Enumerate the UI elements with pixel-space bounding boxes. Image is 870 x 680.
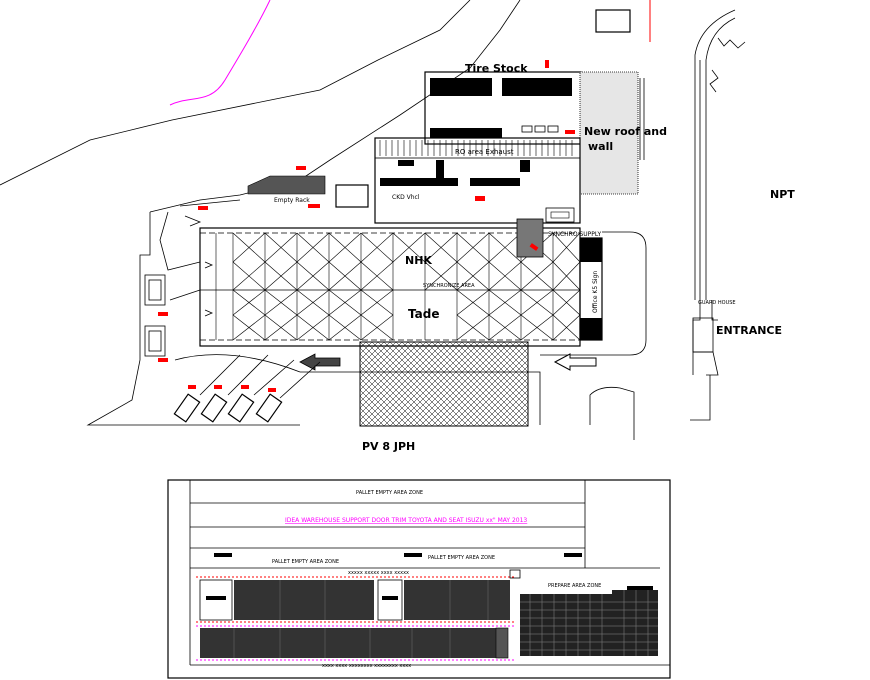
prepare-area: PREPARE AREA ZONE [520,583,658,656]
tade-label: Tade [408,307,439,321]
ckd-building: RO area Exhaust CKD Vhcl [335,137,581,224]
top-strip-label: xxxxx xxxxx xxxx xxxxx [348,570,409,576]
warehouse-title: IDEA WAREHOUSE SUPPORT DOOR TRIM TOYOTA … [285,517,527,524]
entrance-label: ENTRANCE [716,324,782,337]
synchro-supply-label: SYNCHRO SUPPLY [548,231,601,238]
new-roof-label-2: wall [588,140,613,153]
tire-stock-label: Tire Stock [465,62,528,75]
outbound-arrow [553,353,597,371]
empty-rack-area: Empty Rack [247,166,326,208]
ckd-vhcl-label: CKD Vhcl [392,194,420,201]
left-access-road [86,199,300,426]
warehouse-frame [167,479,671,679]
pallet-empty-top-label: PALLET EMPTY AREA ZONE [356,490,423,496]
storage-row-upper [196,569,521,623]
parked-trucks [173,354,321,423]
road-edge-upper [0,0,471,186]
new-roof-label: New roof and [584,125,667,138]
right-access-road [589,386,635,440]
nhk-label: NHK [405,254,432,267]
prepare-area-label: PREPARE AREA ZONE [548,583,601,589]
site-plan: Tire Stock New roof and wall [0,0,795,453]
npt-label: NPT [770,188,795,201]
property-boundary [169,0,271,106]
empty-rack-label: Empty Rack [274,197,310,204]
storage-row-lower: xxxx xxxx xxxxxxxx xxxxxxxx xxxx [196,625,516,669]
guard-house-label: GUARD HOUSE [698,300,736,306]
new-roof-area: New roof and wall [579,71,667,195]
pallet-empty-right-label: PALLET EMPTY AREA ZONE [428,555,495,561]
synchro-supply-block [516,218,544,258]
entrance-area: NPT GUARD HOUSE ENTRANCE [690,9,795,421]
tire-stock-building: Tire Stock [424,60,582,145]
small-building [595,9,631,33]
office-sign-label: Office K5 Sign [592,271,599,313]
ro-area-label: RO area Exhaust [455,148,514,156]
pv-label: PV 8 JPH [362,440,415,453]
bottom-strip-label: xxxx xxxx xxxxxxxx xxxxxxxx xxxx [322,663,411,669]
pallet-empty-left-label: PALLET EMPTY AREA ZONE [272,559,339,565]
synchronize-area-label: SYNCHRONIZE AREA [423,283,475,289]
hatched-yard [359,341,529,427]
main-building: SYNCHRO SUPPLY NHK SYNCHRONIZE AREA Tade… [199,207,647,356]
warehouse-plan: PALLET EMPTY AREA ZONE IDEA WAREHOUSE SU… [167,479,671,679]
road-edge-lower [149,0,521,213]
